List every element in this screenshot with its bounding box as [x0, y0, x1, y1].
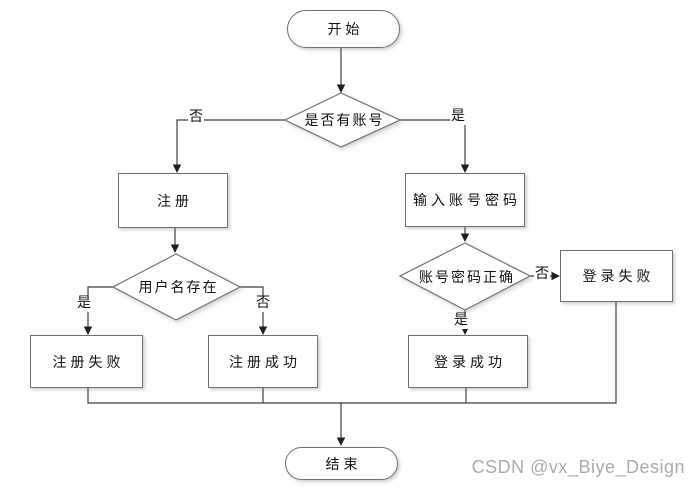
login-success-node: 登录成功	[408, 335, 528, 388]
arrowhead-into-loginfail	[551, 271, 560, 281]
register-fail-node: 注册失败	[30, 335, 143, 388]
end-label: 结束	[325, 457, 362, 473]
start-node: 开始	[287, 10, 400, 48]
edge-label-hasaccount-yes: 是	[450, 109, 466, 125]
edge-hasaccount-no	[176, 119, 285, 166]
register-label: 注册	[157, 194, 193, 210]
edge-label-usernameexists-no: 否	[255, 296, 271, 312]
edge-hasaccount-yes	[400, 119, 466, 166]
arrowhead-into-register	[172, 164, 182, 173]
login-fail-node: 登录失败	[560, 250, 673, 302]
login-fail-label: 登录失败	[582, 270, 655, 285]
arrowhead-into-registersuccess	[258, 326, 268, 335]
end-node: 结束	[285, 447, 398, 480]
edge-bottom-bus	[87, 302, 617, 404]
arrowhead-into-registerfail	[83, 326, 93, 335]
arrowhead-into-entercredentials	[460, 164, 470, 173]
edge-usernameexists-no	[240, 286, 264, 328]
arrowhead-into-usernameexists	[170, 244, 180, 253]
edge-label-check-yes: 是	[453, 313, 469, 329]
decision-has-account-shape	[283, 92, 402, 148]
decision-username-exists-shape	[111, 253, 242, 321]
register-fail-label: 注册失败	[52, 355, 125, 371]
register-success-label: 注册成功	[229, 355, 301, 371]
register-node: 注册	[118, 173, 228, 228]
enter-credentials-node: 输入账号密码	[405, 173, 525, 227]
edge-label-hasaccount-no: 否	[188, 110, 204, 126]
enter-credentials-label: 输入账号密码	[413, 194, 521, 209]
login-success-label: 登录成功	[434, 355, 506, 371]
arrowhead-into-end	[336, 437, 346, 446]
edge-label-check-no: 否	[534, 267, 550, 283]
edge-label-usernameexists-yes: 是	[76, 296, 92, 312]
edge-usernameexists-yes	[87, 286, 113, 328]
decision-credentials-correct-shape	[398, 242, 532, 311]
start-label: 开始	[327, 23, 364, 38]
register-success-node: 注册成功	[208, 335, 318, 388]
csdn-watermark: CSDN @vx_Biye_Design	[471, 457, 685, 477]
arrowhead-into-hasaccount	[336, 84, 346, 93]
arrowhead-into-credentialscheck	[460, 233, 470, 242]
